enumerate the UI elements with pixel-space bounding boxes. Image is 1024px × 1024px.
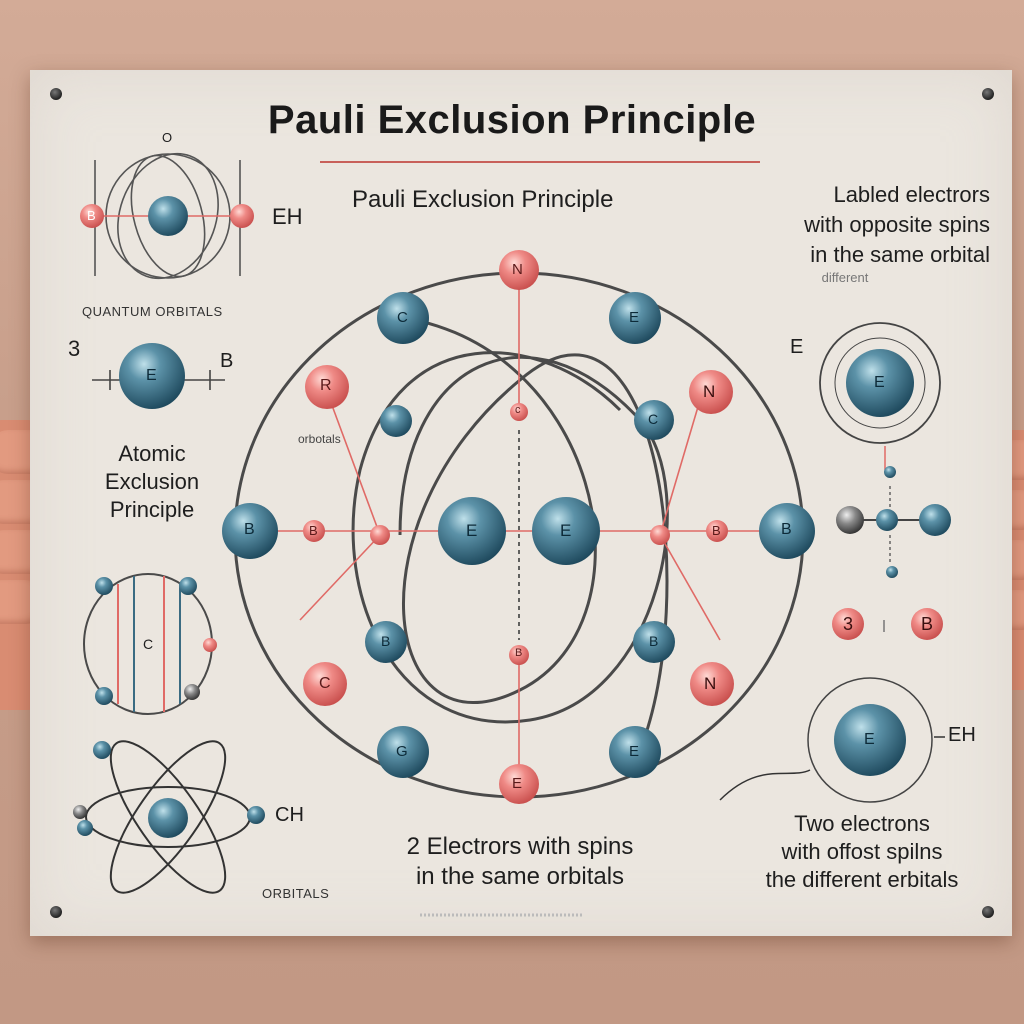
right-atom-shell [819, 322, 941, 444]
node-left [370, 525, 390, 545]
label-center-right: E [560, 521, 572, 540]
page-title: Pauli Exclusion Principle [267, 98, 757, 142]
orbitals-note: orbotals [298, 432, 341, 446]
label-small-left: B [309, 523, 318, 538]
screw [50, 906, 62, 918]
cylinder-label: C [143, 636, 154, 652]
subtitle: Pauli Exclusion Principle [352, 186, 614, 213]
right-red-3 [832, 608, 864, 640]
left-electron-e [119, 343, 185, 409]
label-bottom-red-left: C [319, 675, 331, 692]
right-atom-core [846, 349, 914, 417]
note-line-2: with opposite spins [804, 212, 990, 237]
inner-lobe-orbit [351, 351, 669, 724]
electron-orbit-left-bottom [377, 726, 429, 778]
atom-icon [85, 740, 251, 894]
label-inner-left-blue: C [648, 411, 659, 427]
electron-top [499, 250, 539, 290]
title-underline [320, 161, 760, 163]
right-chain-grey [836, 506, 864, 534]
electron-lower-mid-blue-right [633, 621, 675, 663]
orbital-top-left-letter: B [87, 208, 96, 223]
electron-bottom-red-right [690, 662, 734, 706]
label-left-red: R [320, 377, 332, 394]
right-label-e: E [790, 336, 804, 358]
electron-center-left [438, 497, 506, 565]
label-right-blue: B [781, 521, 792, 538]
atomic-exclusion-label: Atomic Exclusion Principle [104, 441, 200, 522]
right-chain-blue-small [876, 509, 898, 531]
quantum-orbitals-label: QUANTUM ORBITALS [82, 304, 223, 319]
note-faint: different [821, 270, 869, 285]
orbital-top-left-electron [80, 204, 104, 228]
electron-left-blue [222, 503, 278, 559]
electron-center-right [532, 497, 600, 565]
electron-orbit-right-bottom [609, 726, 661, 778]
right-red-b [911, 608, 943, 640]
right-bottom-atom [834, 704, 906, 776]
electron-left-red [305, 365, 349, 409]
electron-bottom-red-left [303, 662, 347, 706]
label-left-blue: B [244, 521, 255, 538]
bottom-center-text: 2 Electrors with spins in the same orbit… [406, 833, 634, 890]
orbitals-caption: ORBITALS [262, 886, 330, 901]
label-top-small: c [515, 404, 521, 416]
top-right-note: Labled electrors with opposite spins in … [700, 180, 990, 286]
note-line-1: Labled electrors [833, 182, 990, 207]
label-orbit-right-blue-top: E [629, 309, 640, 326]
label-right-red: N [703, 382, 716, 401]
label-top-electron: N [512, 261, 523, 278]
label-lower-mid-blue-right: B [649, 633, 659, 649]
label-mid-small: B [515, 647, 523, 659]
electron-small-left [380, 405, 412, 437]
electron-inner-left-blue [634, 400, 674, 440]
electron-small-right-red [706, 520, 728, 542]
label-orbit-left-blue-bottom: G [396, 743, 408, 760]
figure-eight-orbit [379, 313, 669, 751]
electron-orbit-right-top [609, 292, 661, 344]
orbital-top-electron-core [148, 196, 188, 236]
right-red-b-label: B [921, 614, 934, 634]
right-bottom-text: Two electrons with offost spilns the dif… [765, 811, 959, 892]
right-bottom-shell [807, 677, 933, 803]
label-small-right: B [712, 523, 721, 538]
right-red-3-label: 3 [843, 614, 854, 634]
electron-top-small [510, 403, 528, 421]
right-bottom-atom-letter: E [864, 731, 875, 748]
label-center-left: E [466, 521, 478, 540]
orbital-top-right-electron [230, 204, 254, 228]
electron-right-blue [759, 503, 815, 559]
left-b-label: B [220, 350, 234, 372]
atom-ch-label: CH [275, 804, 304, 826]
orbital-top-right-label: EH [272, 204, 303, 229]
electron-lower-mid-blue-left [365, 621, 407, 663]
node-right [650, 525, 670, 545]
label-bottom-electron: E [512, 775, 523, 792]
right-eh-label: EH [948, 724, 976, 746]
note-line-3: in the same orbital [810, 242, 990, 267]
right-chain-blue [919, 504, 951, 536]
label-orbit-right-blue-bottom: E [629, 743, 640, 760]
left-electron-letter: E [146, 367, 157, 384]
red-axis-lines [250, 270, 790, 780]
electron-right-red [689, 370, 733, 414]
electron-orbit-left-top [377, 292, 429, 344]
screw [982, 88, 994, 100]
electron-mid-small [509, 645, 529, 665]
electron-bottom [499, 764, 539, 804]
right-atom-letter: E [874, 374, 885, 391]
label-orbit-left-blue-top: C [397, 309, 408, 326]
label-bottom-red-right: N [704, 674, 717, 693]
screw [982, 906, 994, 918]
electron-small-left-red [303, 520, 325, 542]
screw [50, 88, 62, 100]
left-number-3: 3 [68, 336, 81, 361]
orbital-top-label: O [162, 130, 173, 145]
label-lower-mid-blue-left: B [381, 633, 391, 649]
